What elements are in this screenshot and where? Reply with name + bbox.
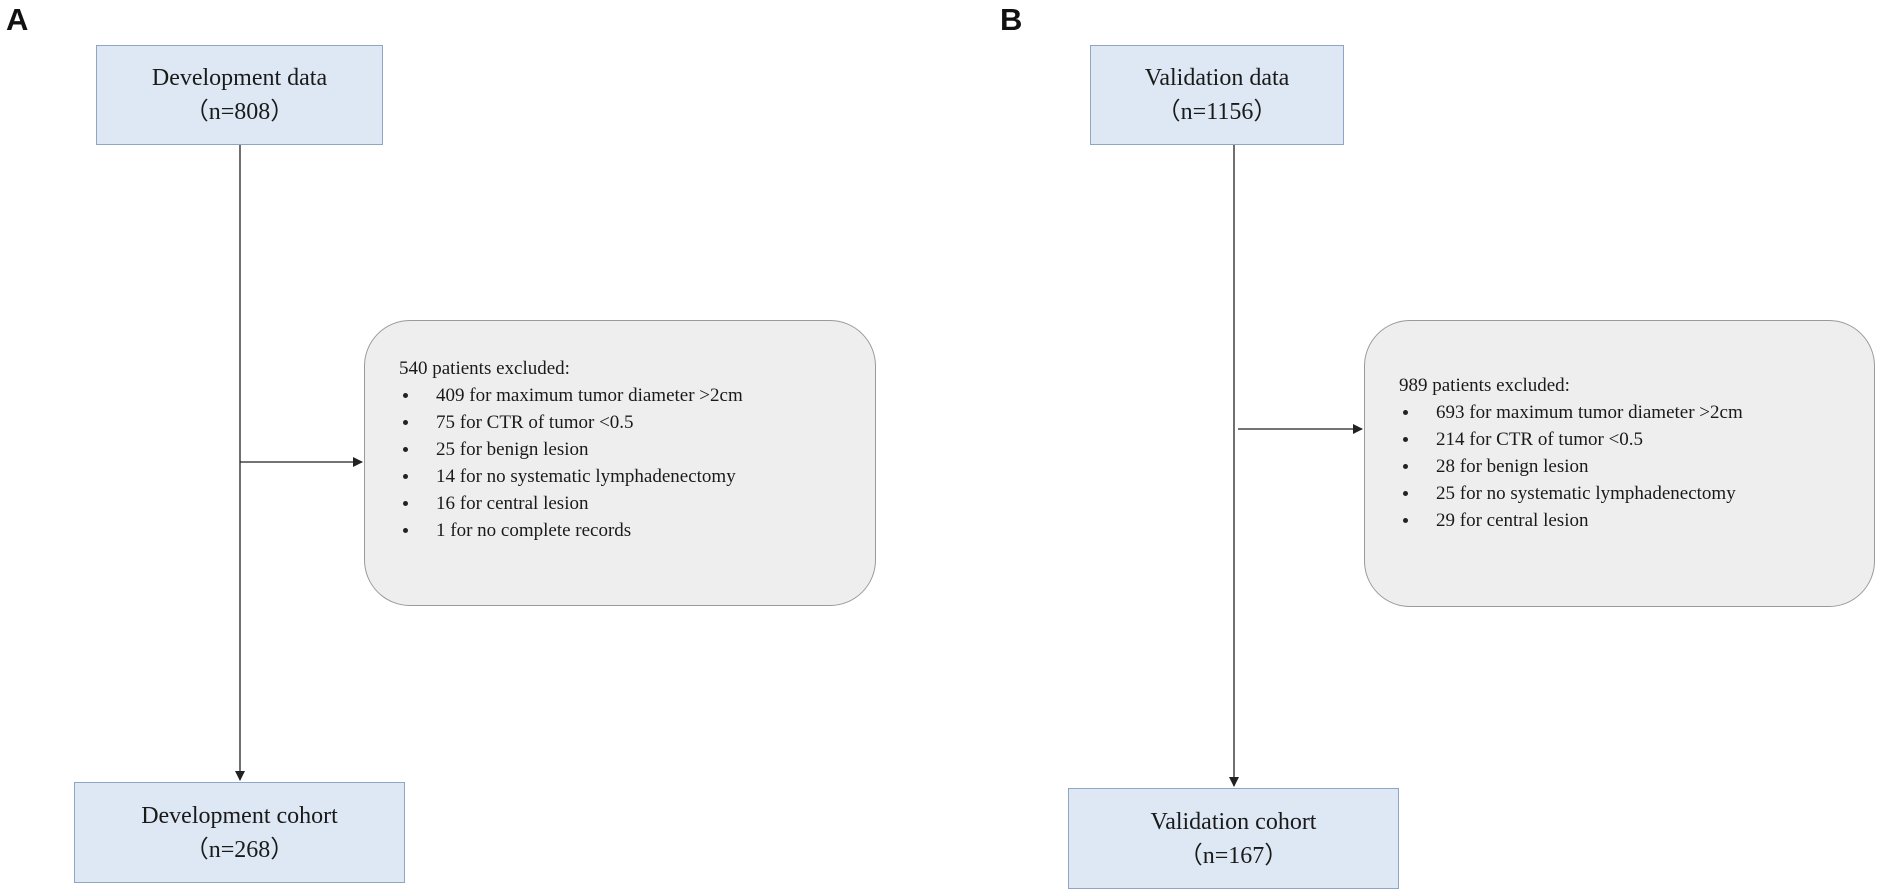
box-count: （n=268） <box>184 836 295 863</box>
bullet-icon <box>1403 518 1408 523</box>
box-count: （n=808） <box>184 99 295 125</box>
development-data-box: Development data （n=808） <box>96 45 383 145</box>
list-item: 29 for central lesion <box>1399 507 1854 534</box>
bullet-icon <box>1403 491 1408 496</box>
validation-data-box: Validation data （n=1156） <box>1090 45 1344 145</box>
list-item: 409 for maximum tumor diameter >2cm <box>399 382 855 409</box>
bullet-icon <box>1403 437 1408 442</box>
bullet-icon <box>1403 464 1408 469</box>
exclusion-header: 989 patients excluded: <box>1399 375 1570 396</box>
exclusion-list: 409 for maximum tumor diameter >2cm 75 f… <box>399 382 855 544</box>
bullet-icon <box>403 501 408 506</box>
list-item: 25 for benign lesion <box>399 436 855 463</box>
box-count: （n=1156） <box>1156 99 1278 125</box>
list-item: 1 for no complete records <box>399 517 855 544</box>
bullet-icon <box>1403 410 1408 415</box>
list-item: 25 for no systematic lymphadenectomy <box>1399 480 1854 507</box>
panel-label-b: B <box>1000 2 1023 37</box>
bullet-icon <box>403 528 408 533</box>
exclusion-header: 540 patients excluded: <box>399 358 570 379</box>
list-item: 16 for central lesion <box>399 490 855 517</box>
list-item: 693 for maximum tumor diameter >2cm <box>1399 399 1854 426</box>
panel-label-a: A <box>6 2 29 37</box>
box-title: Validation data <box>1144 65 1290 91</box>
bullet-icon <box>403 393 408 398</box>
exclusion-list: 693 for maximum tumor diameter >2cm 214 … <box>1399 399 1854 534</box>
list-item: 75 for CTR of tumor <0.5 <box>399 409 855 436</box>
bullet-icon <box>403 474 408 479</box>
box-title: Validation cohort <box>1150 808 1317 835</box>
bullet-icon <box>403 420 408 425</box>
validation-cohort-box: Validation cohort （n=167） <box>1068 788 1399 889</box>
box-title: Development data <box>151 65 328 91</box>
box-title: Development cohort <box>141 802 338 829</box>
list-item: 14 for no systematic lymphadenectomy <box>399 463 855 490</box>
list-item: 214 for CTR of tumor <0.5 <box>1399 426 1854 453</box>
exclusion-box-a: 540 patients excluded: 409 for maximum t… <box>364 320 876 606</box>
box-count: （n=167） <box>1178 842 1289 869</box>
development-cohort-box: Development cohort （n=268） <box>74 782 405 883</box>
bullet-icon <box>403 447 408 452</box>
list-item: 28 for benign lesion <box>1399 453 1854 480</box>
exclusion-box-b: 989 patients excluded: 693 for maximum t… <box>1364 320 1875 607</box>
